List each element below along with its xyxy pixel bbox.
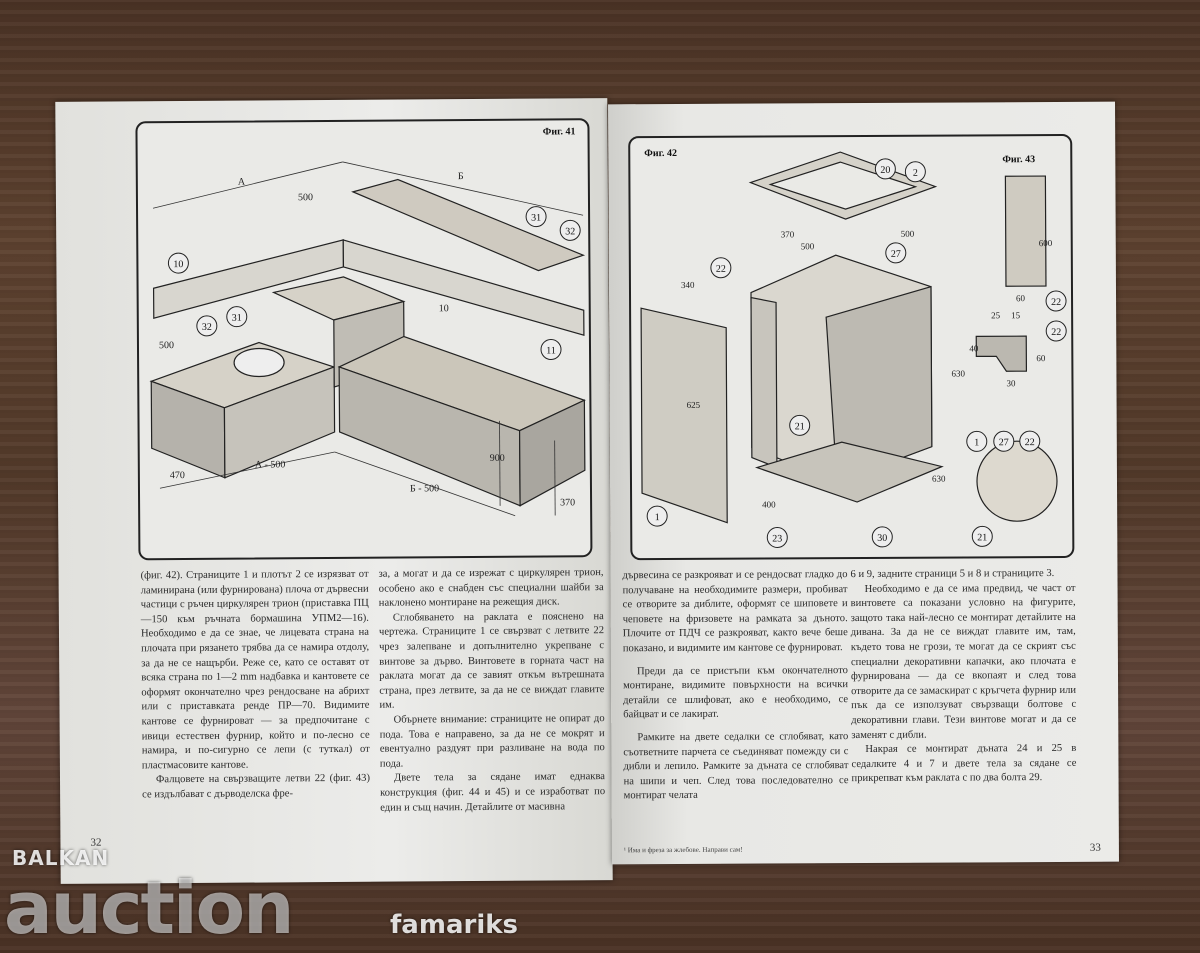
callout: 1: [655, 512, 660, 523]
dim-label: 340: [681, 280, 695, 290]
figure-42-43: Фиг. 42 Фиг. 43 370 500 500 340 625: [628, 133, 1075, 561]
watermark-balkan: BALKAN: [12, 846, 110, 870]
box-drawing: 370 500 500 340 625 630 600 400 40 60 25…: [640, 151, 1067, 548]
callout: 2: [913, 168, 918, 179]
watermark-famariks: famariks: [390, 910, 518, 940]
callout: 22: [1025, 437, 1035, 448]
dim-label: 15: [1011, 310, 1021, 320]
paragraph: Преди да се пристъпи към окончателното м…: [623, 664, 849, 721]
bench-drawing: А Б 500 500 10 470 А - 500 Б - 500 900 3…: [149, 161, 586, 517]
paragraph: Обърнете внимание: страниците не опират …: [379, 713, 605, 770]
dim-label: 500: [159, 340, 174, 351]
cutout: [233, 347, 285, 378]
left-page: Фиг. 41 А: [55, 98, 613, 884]
paragraph: Двете тела за сядане имат еднаква констр…: [380, 771, 606, 814]
dim-label: А: [238, 177, 246, 188]
lid: [351, 178, 586, 272]
callout: 21: [977, 532, 987, 543]
dim-label: 500: [901, 229, 915, 239]
profile-detail: [975, 335, 1028, 372]
dim-label: Б: [458, 171, 464, 182]
paragraph: Сглобяването на раклата е пояснено на че…: [378, 610, 605, 712]
dim-label: Б - 500: [410, 483, 439, 494]
callout: 22: [1051, 297, 1061, 308]
paragraph: (фиг. 42). Страниците 1 и плотът 2 се из…: [140, 568, 370, 772]
dim-label: 630: [951, 368, 965, 378]
box-left-panel: [750, 296, 778, 469]
text-column-2: за, а могат и да се изрежат с циркулярен…: [379, 566, 606, 816]
callout: 1: [974, 437, 979, 448]
figure-label: Фиг. 43: [1002, 154, 1036, 166]
callout: 10: [173, 259, 183, 270]
page-number: 33: [1089, 841, 1101, 854]
chest-side: [518, 399, 586, 507]
callout: 22: [1051, 327, 1061, 338]
callout: 27: [999, 437, 1009, 448]
side-panel-front: [640, 307, 728, 524]
back-rail-right: [342, 239, 585, 337]
paragraph: Необходимо е да се има предвид, че част …: [850, 582, 1077, 741]
callout: 11: [546, 345, 556, 356]
dim-label: 500: [298, 192, 313, 203]
dim-label: 60: [1036, 353, 1046, 363]
callout: 27: [891, 249, 901, 260]
dim-label: 370: [560, 497, 575, 508]
paragraph: Рамките на двете седалки се сглобяват, к…: [623, 731, 849, 802]
dim-label: 470: [170, 470, 185, 481]
text-column-3: дървесина се разкрояват и се рендосват г…: [622, 568, 848, 804]
dim-label: 900: [490, 453, 505, 464]
callout: 30: [877, 533, 887, 544]
dim-label: 630: [932, 474, 946, 484]
paragraph: Фалцовете на свързващите летви 22 (фиг. …: [142, 773, 371, 801]
dim-label: 10: [439, 303, 449, 314]
callout: 31: [531, 213, 541, 224]
callout: 31: [232, 313, 242, 324]
footnote: ¹ Има и фреза за жлебове. Направи сам!: [623, 845, 743, 855]
text-column-4: 6 и 9, задните страници 5 и 8 и страници…: [850, 567, 1076, 787]
dim-label: 30: [1006, 378, 1016, 388]
text-column-1: (фиг. 42). Страниците 1 и плотът 2 се из…: [141, 568, 371, 803]
paragraph: 6 и 9, задните страници 5 и 8 и страници…: [850, 568, 1055, 581]
callout: 20: [880, 165, 890, 176]
left-seat-side: [223, 366, 336, 479]
paragraph: за, а могат и да се изрежат с циркулярен…: [378, 567, 604, 609]
callout: 23: [772, 533, 782, 544]
figure-label: Фиг. 41: [542, 126, 576, 138]
watermark-auction: auction: [4, 866, 294, 950]
figure-label: Фиг. 42: [644, 147, 678, 160]
figure-41: Фиг. 41 А: [135, 118, 593, 561]
right-page: Фиг. 42 Фиг. 43 370 500 500 340 625: [608, 101, 1119, 865]
callout: 21: [795, 421, 805, 432]
callout: 22: [716, 264, 726, 275]
paragraph: Накрая се монтират дъната 24 и 25 в седа…: [851, 743, 1077, 785]
dim-label: 400: [762, 499, 776, 509]
dim-label: 625: [687, 400, 701, 410]
dim-label: А - 500: [255, 459, 286, 470]
dim-label: 370: [781, 229, 795, 239]
paragraph: дървесина се разкрояват и се рендосват г…: [622, 569, 848, 655]
dim-label: 40: [969, 343, 979, 353]
dim-label: 600: [1039, 238, 1053, 248]
dim-label: 25: [991, 310, 1001, 320]
dim-label: 60: [1016, 293, 1026, 303]
detail-circle: [976, 440, 1058, 522]
box-right-panel: [825, 285, 933, 483]
dim-label: 500: [801, 241, 815, 251]
callout: 32: [565, 226, 575, 237]
base: [754, 441, 944, 503]
callout: 32: [202, 322, 212, 333]
rail-detail: [1004, 175, 1047, 287]
